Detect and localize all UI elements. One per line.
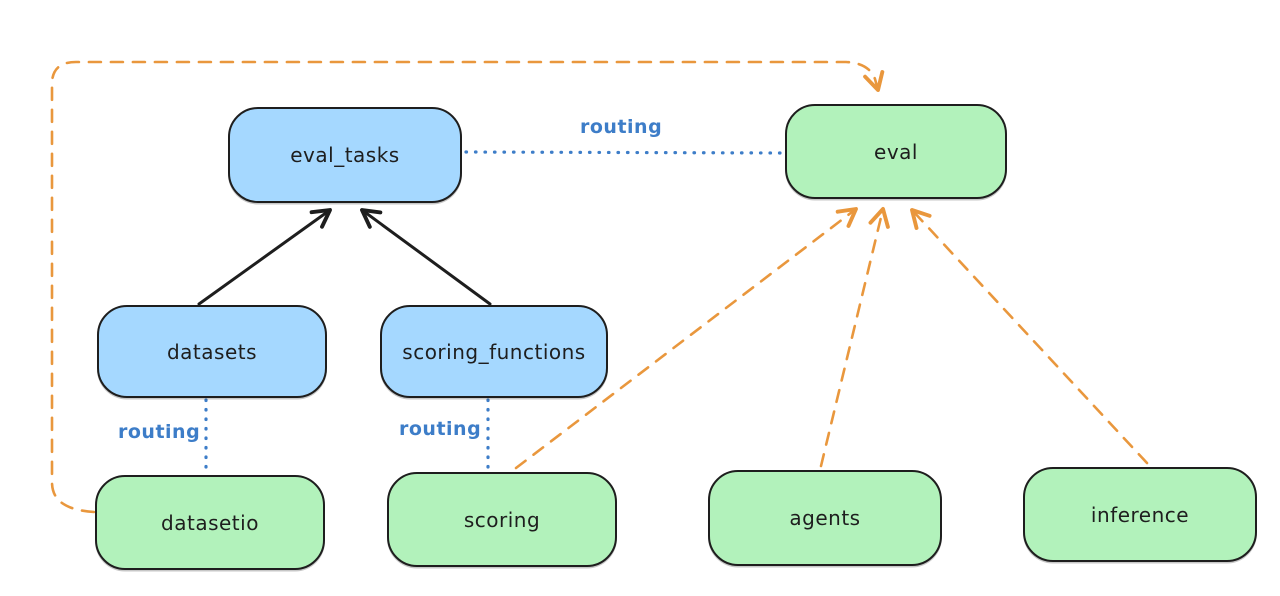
node-inference: inference (1023, 467, 1257, 562)
edge-label-routing-eval-tasks-eval: routing (580, 116, 663, 138)
edge-datasets-to-eval-tasks (197, 208, 332, 306)
node-scoring: scoring (387, 472, 617, 567)
edge-inference-to-eval (910, 208, 1149, 465)
edge-agents-to-eval (819, 207, 890, 468)
node-eval: eval (785, 104, 1007, 199)
node-datasetio: datasetio (95, 475, 325, 570)
node-scoring-functions: scoring_functions (380, 305, 608, 398)
edge-datasetio-to-eval (50, 60, 885, 514)
edge-label-routing-scoring-functions-scoring: routing (399, 418, 482, 440)
node-datasets: datasets (97, 305, 327, 398)
node-agents: agents (708, 470, 942, 566)
edge-eval-tasks-to-eval-routing (464, 150, 785, 155)
edge-label-routing-datasets-datasetio: routing (118, 421, 201, 443)
edge-scoring-functions-to-eval-tasks (360, 208, 492, 306)
edge-scoring-to-eval (514, 207, 858, 470)
node-eval-tasks: eval_tasks (228, 107, 462, 203)
